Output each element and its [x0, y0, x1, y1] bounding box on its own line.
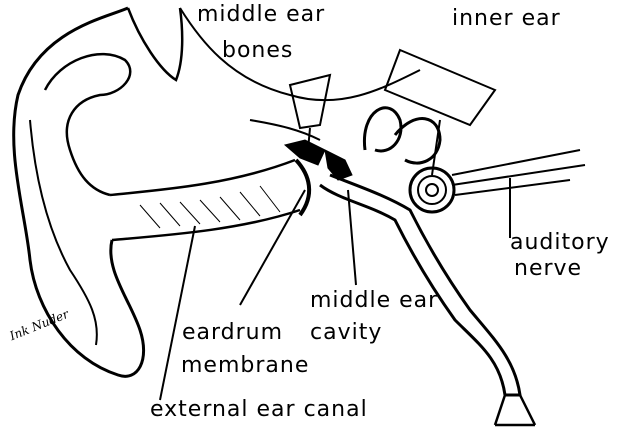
label-auditory-nerve-1: auditory — [510, 232, 610, 254]
label-auditory-nerve-2: nerve — [514, 258, 582, 280]
auditory-nerve — [452, 150, 585, 195]
semicircular-canals — [364, 108, 440, 163]
cochlea-middle — [418, 176, 446, 204]
label-eardrum-1: eardrum — [182, 322, 283, 344]
skin-fold — [128, 8, 182, 80]
label-middle-ear-cavity-1: middle ear — [310, 290, 438, 312]
label-external-ear-canal: external ear canal — [150, 399, 368, 421]
eardrum-shape — [296, 160, 309, 215]
label-middle-ear-bones-1: middle ear — [197, 4, 325, 26]
pinna-inner-fold — [45, 54, 130, 195]
label-eardrum-2: membrane — [181, 355, 309, 377]
inner-ear-pointer — [385, 50, 495, 175]
cavity-pointer — [348, 190, 356, 285]
label-middle-ear-cavity-2: cavity — [310, 322, 382, 344]
label-middle-ear-bones-2: bones — [222, 40, 293, 62]
ear-canal-upper-wall — [110, 160, 295, 195]
skull-bone-outline — [180, 8, 420, 140]
cochlea-inner — [426, 184, 438, 196]
label-inner-ear: inner ear — [452, 8, 561, 30]
ear-canal-lower-wall — [112, 210, 300, 240]
bones-pointer — [290, 75, 330, 150]
eardrum-pointer — [240, 190, 305, 305]
eustachian-tube-end — [495, 395, 535, 425]
ossicle-bones — [285, 140, 352, 180]
